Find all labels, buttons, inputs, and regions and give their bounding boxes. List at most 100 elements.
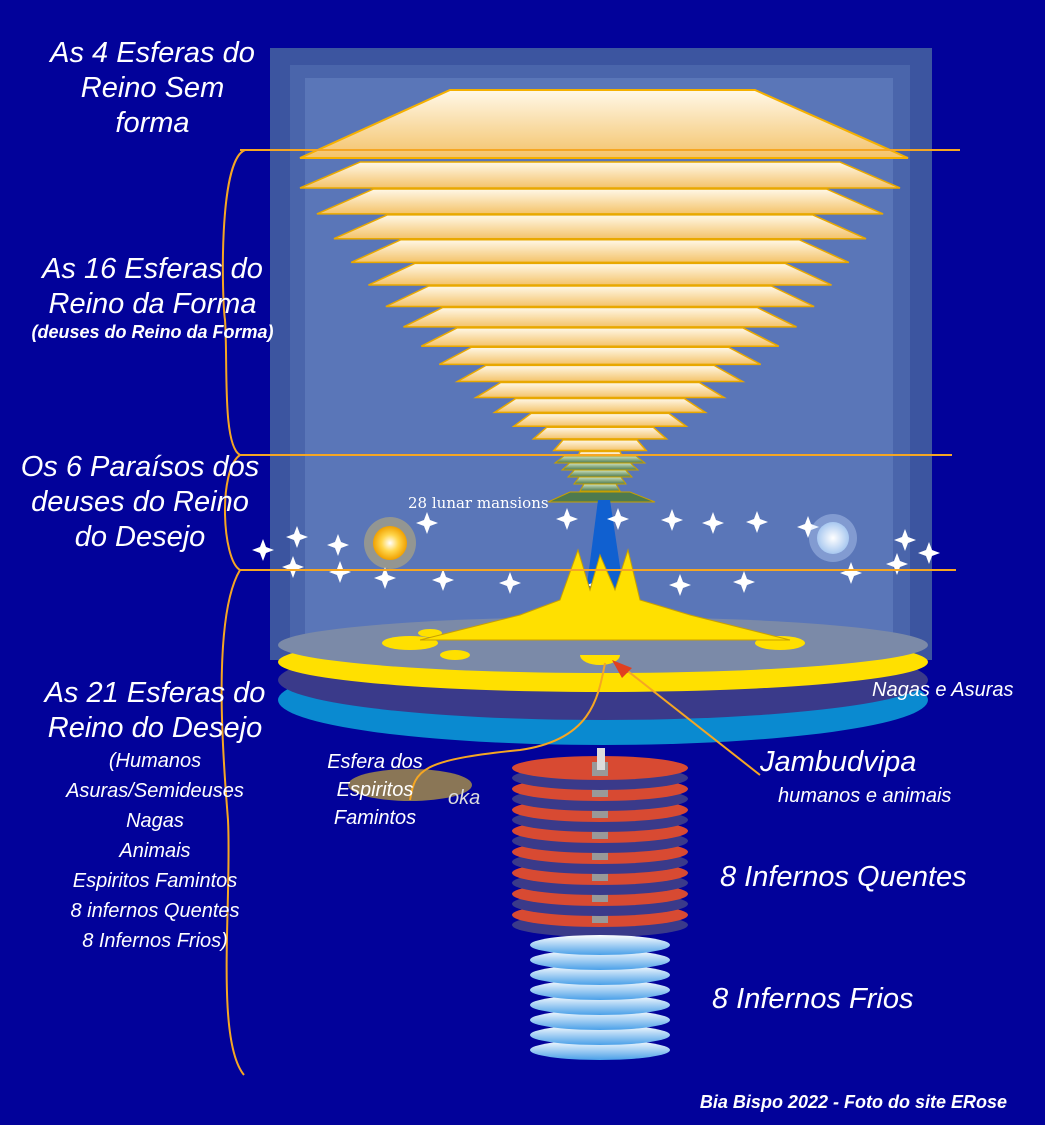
star-icon xyxy=(840,562,862,584)
label-desire-line: Reino do Desejo xyxy=(47,711,263,744)
star-icon xyxy=(669,574,691,596)
form-sphere xyxy=(438,346,762,366)
desire-item: Animais xyxy=(119,839,191,862)
form-sphere xyxy=(299,161,901,189)
label-ghosts: Esfera dos Espiritos Famintos xyxy=(315,748,435,832)
desire-item: Asuras/Semideuses xyxy=(66,779,244,802)
label-hot-hells: 8 Infernos Quentes xyxy=(720,861,967,893)
cold-hell-layer xyxy=(530,935,670,955)
desire-item: Nagas xyxy=(126,809,184,832)
cold-hells xyxy=(530,935,670,1060)
brace-desire xyxy=(220,569,245,1076)
label-desire: As 21 Esferas do Reino do Desejo (Humano… xyxy=(15,676,295,956)
paradise-sphere xyxy=(566,469,634,478)
form-sphere xyxy=(403,306,797,328)
moon-icon xyxy=(809,514,857,562)
star-icon xyxy=(327,534,349,556)
label-form-line: Reino da Forma xyxy=(48,287,257,320)
label-ghosts-line: Espiritos xyxy=(336,779,414,801)
form-sphere xyxy=(511,412,689,427)
form-sphere xyxy=(385,285,815,308)
earth-disk xyxy=(278,617,928,673)
formless-sphere xyxy=(299,89,909,159)
form-sphere xyxy=(316,188,884,215)
star-icon xyxy=(374,567,396,589)
pointer-arrowhead xyxy=(612,660,632,678)
jambudvipa-continent xyxy=(580,655,620,665)
paradise-sphere xyxy=(553,455,647,464)
cold-hell-layer xyxy=(530,965,670,985)
paradise-sphere xyxy=(579,483,621,492)
sun-icon xyxy=(364,517,416,569)
sky-layers xyxy=(299,89,909,503)
cold-hell-layer xyxy=(530,1025,670,1045)
label-form-note: (deuses do Reino da Forma) xyxy=(31,321,274,342)
mount-meru xyxy=(419,548,791,641)
label-form-line: As 16 Esferas do xyxy=(42,253,263,285)
desire-item: Espiritos Famintos xyxy=(72,869,238,892)
form-sphere xyxy=(368,262,832,286)
form-sphere xyxy=(333,214,867,240)
star-icon xyxy=(918,542,940,564)
star-icon xyxy=(499,572,521,594)
label-paradise-line: Os 6 Paraísos dos xyxy=(20,451,260,483)
hot-hells xyxy=(512,748,688,937)
pointer-ghosts xyxy=(409,662,606,801)
pointer-jambudvipa xyxy=(619,664,761,776)
label-formless-line: Reino Sem xyxy=(80,71,225,104)
paradise-sphere xyxy=(560,462,640,471)
credit: Bia Bispo 2022 - Foto do site ERose xyxy=(699,1092,1007,1112)
label-jambudvipa: Jambudvipa xyxy=(760,746,917,778)
label-paradise-line: do Desejo xyxy=(74,520,206,553)
label-lunar-mansions: 28 lunar mansions xyxy=(408,494,549,512)
form-sphere xyxy=(420,327,780,347)
form-sphere xyxy=(350,238,850,264)
label-cold-hells: 8 Infernos Frios xyxy=(712,983,914,1015)
lunar-mansion-stars xyxy=(252,508,940,596)
desire-item: 8 Infernos Frios) xyxy=(82,929,228,952)
label-form: As 16 Esferas do Reino da Forma (deuses … xyxy=(0,252,305,343)
star-icon xyxy=(282,556,304,578)
form-sphere xyxy=(473,381,727,399)
continent xyxy=(418,629,442,637)
preta-realm xyxy=(348,769,472,801)
star-icon xyxy=(432,569,454,591)
label-ghosts-line: Famintos xyxy=(333,807,417,829)
paradise-sphere xyxy=(573,476,627,485)
form-sphere xyxy=(552,439,648,452)
star-icon xyxy=(416,512,438,534)
star-icon xyxy=(252,539,274,561)
form-sphere xyxy=(454,364,746,383)
star-icon xyxy=(733,571,755,593)
star-icon xyxy=(556,508,578,530)
star-icon xyxy=(797,516,819,538)
label-formless: As 4 Esferas do Reino Sem forma xyxy=(30,36,275,140)
label-desire-line: As 21 Esferas do xyxy=(44,677,266,709)
star-icon xyxy=(702,512,724,534)
label-paradise-line: deuses do Reino xyxy=(31,485,249,518)
cold-hell-layer xyxy=(530,980,670,1000)
cold-hell-layer xyxy=(530,995,670,1015)
brace-paradise xyxy=(224,454,241,571)
form-sphere xyxy=(531,426,669,440)
desire-item: 8 infernos Quentes xyxy=(70,899,240,922)
label-loka-fragment: oka xyxy=(448,787,481,809)
label-ghosts-line: Esfera dos xyxy=(327,751,423,773)
desire-item: (Humanos xyxy=(108,749,202,772)
label-jambudvipa-sub: humanos e animais xyxy=(778,785,952,807)
hell-shaft xyxy=(597,748,605,770)
brace-form xyxy=(221,149,246,456)
star-icon xyxy=(746,511,768,533)
star-icon xyxy=(286,526,308,548)
label-formless-line: As 4 Esferas do xyxy=(50,37,255,69)
divider-lines xyxy=(220,149,960,1076)
cold-hell-layer xyxy=(530,1040,670,1060)
cold-hell-layer xyxy=(530,950,670,970)
cold-hell-layer xyxy=(530,1010,670,1030)
star-icon xyxy=(886,553,908,575)
label-paradises: Os 6 Paraísos dos deuses do Reino do Des… xyxy=(0,450,280,554)
label-formless-line: forma xyxy=(115,106,190,139)
star-icon xyxy=(661,509,683,531)
star-icon xyxy=(607,508,629,530)
